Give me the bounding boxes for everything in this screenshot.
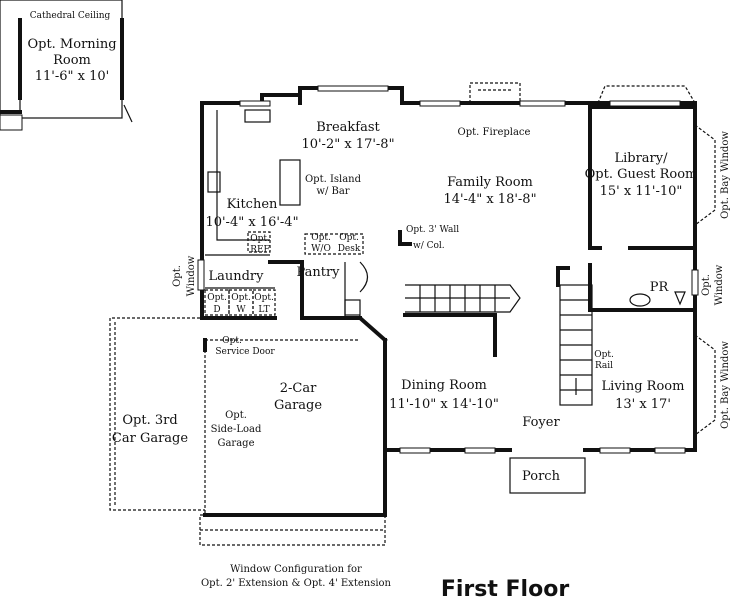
window-config-label-2: Opt. 2' Extension & Opt. 4' Extension: [201, 578, 392, 589]
bay-windows: [597, 85, 716, 436]
foyer-label: Foyer: [522, 415, 560, 430]
bay-window-label-2: Opt. Bay Window: [720, 341, 731, 429]
morning-dim: 11'-6" x 10': [35, 69, 109, 84]
morning-label-2: Room: [53, 53, 91, 68]
kitchen-label: Kitchen: [227, 197, 278, 212]
powder-room-fixtures: [629, 291, 686, 307]
garage-label-1: 2-Car: [280, 381, 317, 396]
ref-label: REF: [250, 245, 270, 255]
left-window-label-1: Opt.: [172, 265, 183, 287]
family-dim: 14'-4" x 18'-8": [443, 192, 536, 207]
third-garage-label-2: Car Garage: [112, 431, 188, 446]
side-load-label-1: Opt.: [225, 410, 247, 421]
stairs-upper: [403, 284, 521, 357]
laundry-appliances: [204, 289, 276, 316]
island-label-2: w/ Bar: [316, 186, 349, 197]
pantry: [344, 261, 369, 318]
morning-room: [0, 0, 133, 131]
kitchen-dim: 10'-4" x 16'-4": [205, 215, 298, 230]
library-label-1: Library/: [614, 151, 668, 166]
window-config-label-1: Window Configuration for: [230, 564, 362, 575]
ref-opt-label: Opt.: [250, 234, 270, 244]
powder-room-label: PR: [650, 280, 670, 295]
porch: [509, 457, 586, 494]
library-dim: 15' x 11'-10": [600, 184, 683, 199]
service-door-label-1: Opt.: [222, 336, 242, 346]
left-window: [197, 259, 205, 291]
stairs-main: [556, 266, 593, 406]
garage-label-2: Garage: [274, 398, 322, 413]
wo-label-1: Opt.: [311, 233, 331, 243]
dining-label: Dining Room: [401, 378, 487, 393]
laundry-tub-label: LT: [258, 305, 269, 315]
breakfast-dim: 10'-2" x 17'-8": [301, 137, 394, 152]
dryer-opt-label: Opt.: [207, 293, 227, 303]
third-garage-label-1: Opt. 3rd: [122, 413, 177, 428]
desk-label-1: Opt.: [339, 233, 359, 243]
kitchen-features: [207, 109, 364, 255]
opt-wall: [398, 230, 412, 246]
cathedral-label: Cathedral Ceiling: [30, 11, 111, 21]
washer-label: W: [236, 305, 246, 315]
right-window-label-1: Opt.: [701, 274, 712, 296]
desk-label-2: Desk: [338, 244, 361, 254]
fireplace: [469, 82, 521, 104]
top-windows: [239, 85, 681, 107]
front-windows: [399, 447, 686, 454]
opt-wall-label-2: w/ Col.: [413, 241, 445, 251]
rail-label-2: Rail: [595, 361, 613, 371]
washer-opt-label: Opt.: [231, 293, 251, 303]
garage: [109, 317, 387, 546]
island-label-1: Opt. Island: [305, 174, 362, 185]
living-label: Living Room: [602, 379, 685, 394]
bay-window-label-1: Opt. Bay Window: [720, 131, 731, 219]
left-window-label-2: Window: [186, 255, 197, 296]
laundry-tub-opt-label: Opt.: [254, 293, 274, 303]
side-load-label-3: Garage: [217, 438, 254, 449]
family-label: Family Room: [447, 175, 533, 190]
right-window-label-2: Window: [714, 264, 725, 305]
laundry-label: Laundry: [208, 269, 264, 284]
dining-dim: 11'-10" x 14'-10": [389, 397, 499, 412]
plan-title: First Floor: [441, 577, 569, 600]
library-label-2: Opt. Guest Room: [585, 167, 698, 182]
main-walls: [200, 86, 697, 517]
opt-wall-label-1: Opt. 3' Wall: [406, 225, 459, 235]
wo-label-2: W/O: [311, 244, 331, 254]
rail-label-1: Opt.: [594, 350, 614, 360]
morning-label-1: Opt. Morning: [27, 37, 116, 52]
side-load-label-2: Side-Load: [211, 424, 262, 435]
breakfast-label: Breakfast: [316, 120, 380, 135]
dryer-label: D: [213, 305, 220, 315]
porch-label: Porch: [522, 469, 561, 484]
service-door-label-2: Service Door: [215, 347, 275, 357]
right-window: [691, 269, 699, 296]
fireplace-label: Opt. Fireplace: [458, 127, 531, 138]
living-dim: 13' x 17': [615, 397, 671, 412]
pantry-label: Pantry: [296, 265, 340, 280]
